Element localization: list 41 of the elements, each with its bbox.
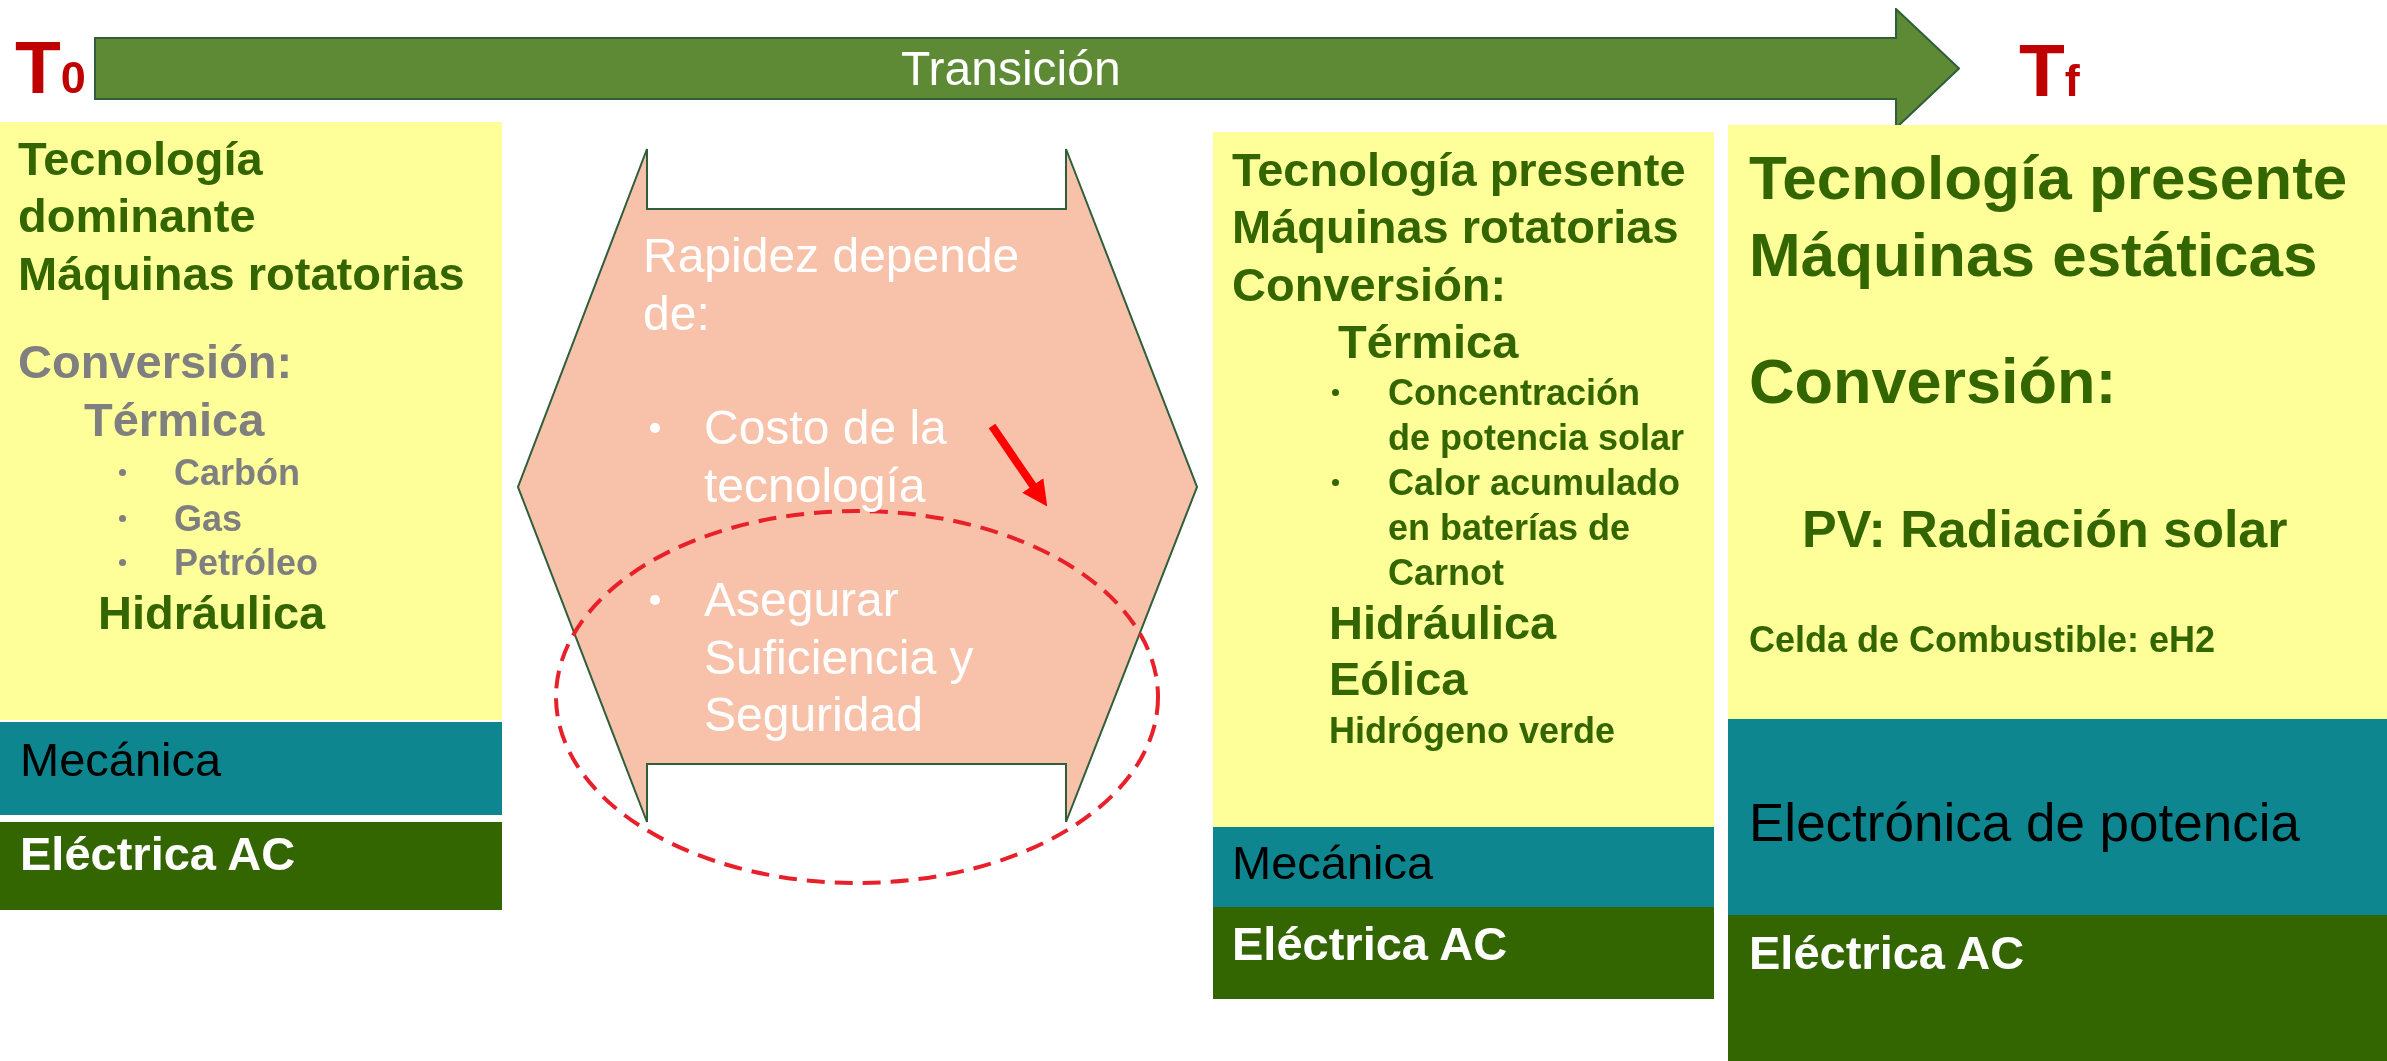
band [1213,827,1714,907]
band [1728,915,2387,1061]
band [1728,719,2387,915]
category-label: Térmica [1338,313,1520,370]
band [0,722,502,815]
body-text: Rapidez depende de: [643,228,1021,342]
heading: Tecnología dominante [18,131,264,244]
section-label: Conversión: [18,334,294,391]
heading: Máquinas estáticas [1749,219,2319,291]
section-label: Conversión: [1749,344,2118,418]
band-label: Eléctrica AC [20,826,297,883]
category-label: Eólica [1329,651,1469,708]
list-item: Calor acumulado en baterías de Carnot [1388,460,1682,595]
arrow-label: Transición [901,41,1122,98]
heading: Tecnología presente [1749,142,2349,214]
category-label: Hidráulica [98,585,327,642]
list-item: Concentración de potencia solar [1388,370,1686,460]
category-label: Celda de Combustible: eH2 [1749,617,2217,661]
band [0,822,502,910]
list-item: Petróleo [174,540,320,584]
list-item: Gas [174,496,244,540]
heading: Máquinas rotatorias [18,246,466,303]
category-label: Hidrógeno verde [1329,708,1617,752]
band-label: Mecánica [20,732,223,789]
list-item: Costo de la tecnología [704,400,948,514]
list-item: Asegurar Suficiencia y Seguridad [704,572,975,744]
band-label: Mecánica [1232,835,1435,892]
heading: Tecnología presente [1232,141,1687,198]
section-label: Conversión: [1232,256,1508,313]
band-label: Electrónica de potencia [1749,791,2301,854]
heading: Máquinas rotatorias [1232,198,1680,255]
category-label: Hidráulica [1329,595,1558,652]
band-label: Eléctrica AC [1232,916,1509,973]
list-item: Carbón [174,450,301,494]
category-label: Térmica [84,392,266,449]
band [1213,907,1714,999]
text-panel [1728,125,2387,719]
band-label: Eléctrica AC [1749,925,2026,982]
text-panel [0,122,502,720]
text-panel [1213,132,1714,827]
category-label: PV: Radiación solar [1802,498,2289,560]
